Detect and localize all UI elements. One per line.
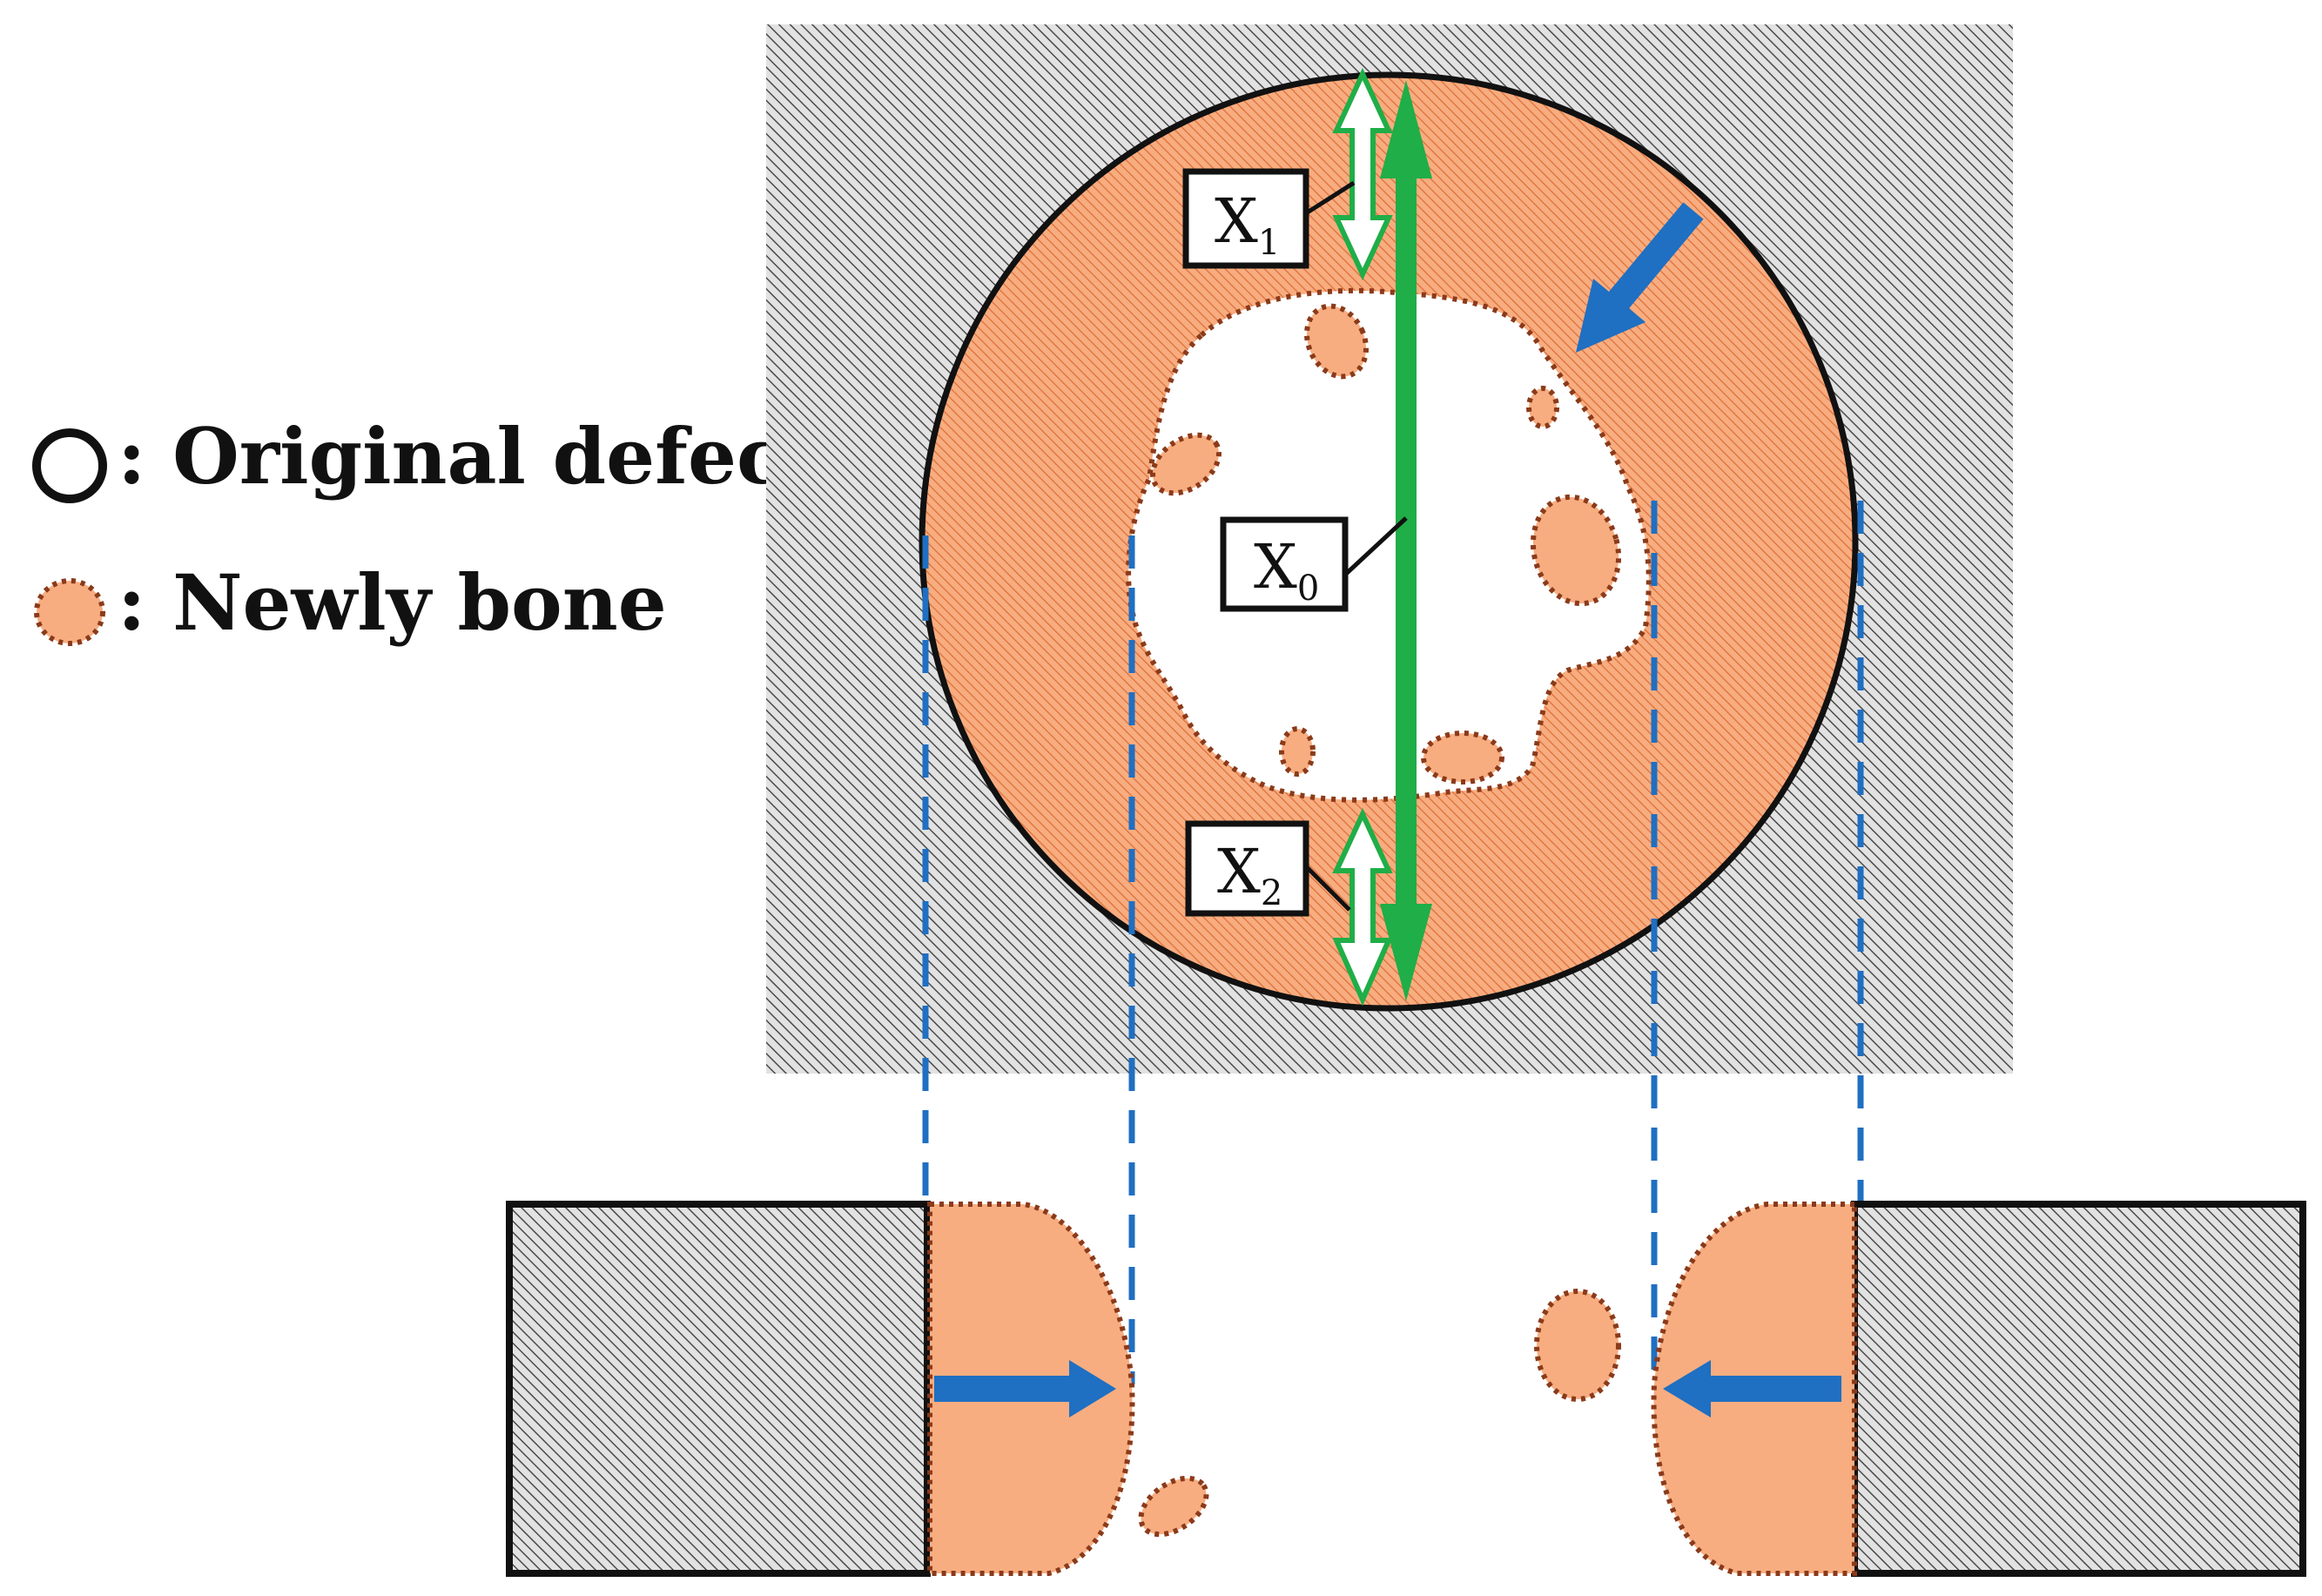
gap-arrow-x2	[1332, 807, 1393, 1007]
projection-lines	[922, 501, 1864, 1384]
inner-cavity	[1126, 287, 1652, 803]
dotted-orange-blob-icon	[34, 578, 105, 646]
gap-arrow-x1	[1332, 67, 1393, 281]
host-bone-left-section	[506, 1201, 931, 1577]
diameter-arrow-x0	[1380, 80, 1432, 1001]
label-x0: X0	[1220, 516, 1408, 612]
host-bone-right-section	[1851, 1201, 2306, 1577]
svg-text:X2: X2	[1217, 836, 1282, 913]
legend: : Original defect : Newly bone	[32, 411, 819, 648]
bone-islands	[1150, 303, 1622, 785]
section-island-right	[1534, 1289, 1621, 1402]
open-circle-icon	[32, 428, 107, 503]
ingrowth-arrow-left	[934, 1360, 1116, 1418]
label-x2: X2	[1185, 820, 1351, 917]
svg-text:X0: X0	[1254, 531, 1319, 609]
legend-original-defect: : Original defect	[118, 411, 819, 502]
legend-newly-bone: : Newly bone	[118, 557, 667, 648]
ingrowth-arrow-diagonal	[1576, 202, 1704, 353]
label-x1: X1	[1182, 168, 1356, 269]
ingrowth-arrow-right	[1663, 1360, 1841, 1418]
svg-text:X1: X1	[1215, 185, 1280, 263]
section-island-left	[1138, 1475, 1209, 1538]
